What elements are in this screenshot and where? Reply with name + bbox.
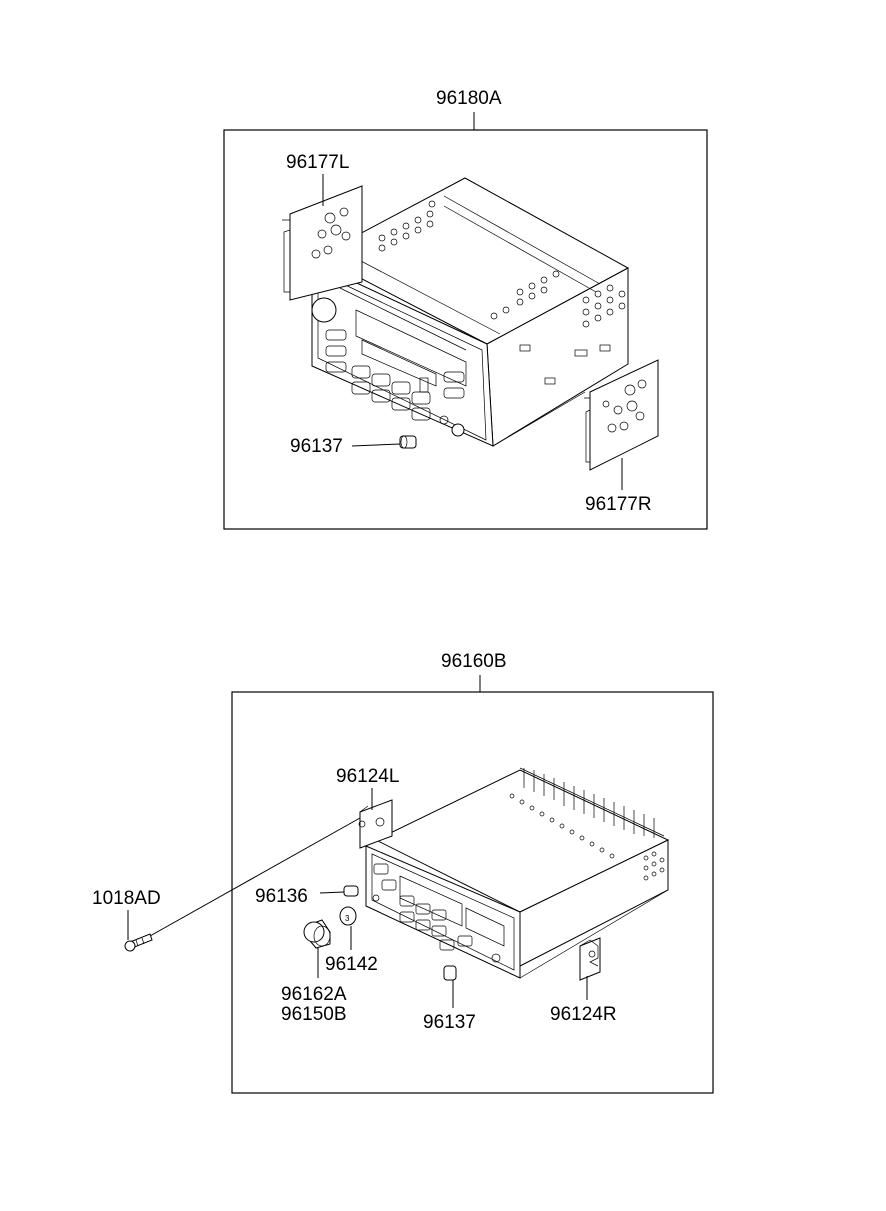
volume-knob: [311, 297, 337, 323]
label-96124R: 96124R: [550, 1004, 617, 1025]
label-96137-bottom: 96137: [423, 1012, 476, 1033]
side-vent-grid: [519, 284, 626, 385]
label-96177R: 96177R: [585, 494, 652, 515]
heat-sink-fins: [519, 767, 665, 838]
bracket-96177L: [282, 185, 363, 301]
screw-1018AD: [124, 933, 153, 952]
display2-window: [465, 907, 505, 947]
tune-knob: [451, 423, 465, 437]
screw-leader-to-bracket: [149, 817, 361, 937]
bracket-96124R: [579, 937, 601, 981]
radio2-buttons: [372, 863, 501, 963]
knob-96137-top: [399, 435, 417, 449]
knob-96136: [343, 885, 359, 897]
knob-96142: 3: [339, 906, 357, 926]
bracket-96124L: [358, 799, 393, 849]
display-window: [355, 309, 467, 387]
preset-buttons: [351, 365, 431, 421]
bottom-assembly-frame: [231, 691, 714, 1094]
label-96177L: 96177L: [286, 152, 349, 173]
label-96124L: 96124L: [336, 766, 399, 787]
top-assembly: 96180A: [223, 88, 708, 530]
top-vent-holes: [378, 200, 560, 320]
label-96137-top: 96137: [290, 436, 343, 457]
label-96162A: 96162A: [281, 984, 347, 1005]
label-96180A: 96180A: [436, 88, 502, 109]
label-96160B: 96160B: [441, 651, 507, 672]
label-1018AD: 1018AD: [92, 888, 161, 909]
knob-96137-bottom: [443, 965, 457, 981]
svg-text:3: 3: [345, 914, 350, 923]
cassette-radio-unit: [365, 767, 670, 979]
cd-slot: [339, 287, 467, 351]
cd-radio-unit: [311, 177, 630, 447]
knob-96162A: [303, 919, 331, 949]
cassette-door: [399, 875, 463, 927]
bracket-96177R: [584, 359, 659, 471]
label-96150B: 96150B: [281, 1004, 347, 1025]
label-96136: 96136: [255, 886, 308, 907]
label-96142: 96142: [325, 954, 378, 975]
top-assembly-frame: [223, 129, 708, 530]
bottom-assembly: 96160B: [92, 651, 714, 1094]
top-vent-dots: [509, 793, 665, 881]
